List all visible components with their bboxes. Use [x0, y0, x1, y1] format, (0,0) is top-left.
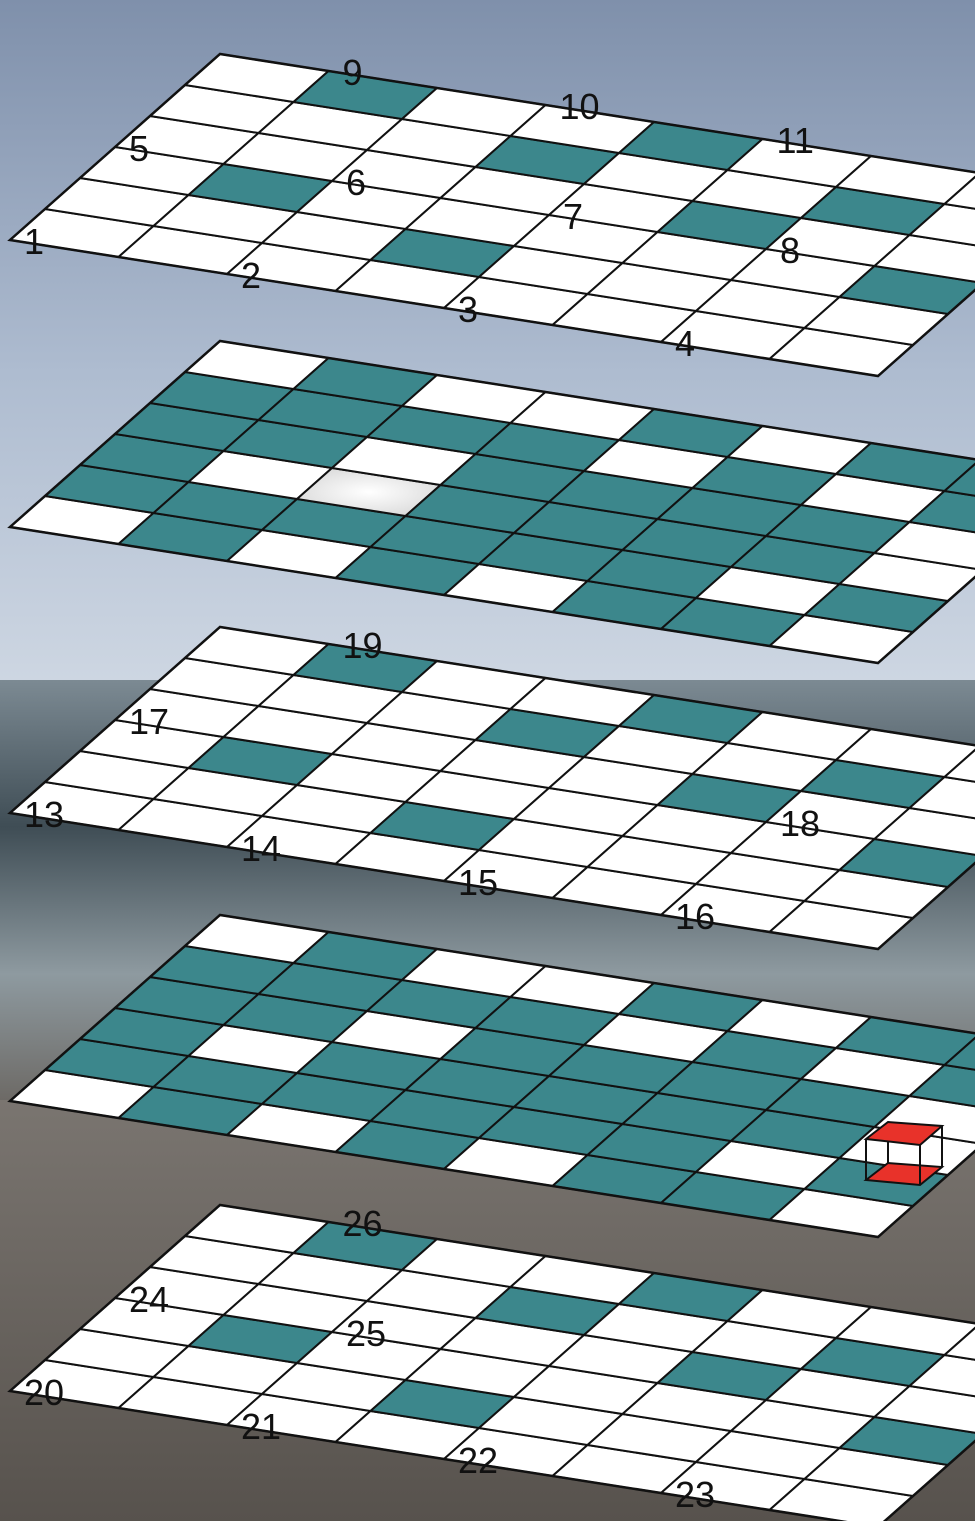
cell-number-label: 16	[675, 896, 715, 937]
cell-number-label: 10	[560, 86, 600, 127]
cell-number-label: 7	[563, 196, 583, 237]
cell-number-label: 19	[343, 625, 383, 666]
cell-number-label: 11	[777, 120, 814, 161]
cell-number-label: 20	[24, 1372, 64, 1413]
cell-number-label: 9	[343, 52, 363, 93]
cell-number-label: 15	[458, 862, 498, 903]
cell-number-label: 26	[343, 1203, 383, 1244]
cell-number-label: 13	[24, 794, 64, 835]
cell-number-label: 5	[129, 128, 149, 169]
cell-number-label: 2	[241, 255, 261, 296]
cell-number-label: 25	[346, 1313, 386, 1354]
cell-number-label: 17	[129, 701, 169, 742]
cell-number-label: 23	[675, 1474, 715, 1515]
cell-number-label: 18	[780, 803, 820, 844]
cell-number-label: 24	[129, 1279, 169, 1320]
cell-number-label: 21	[241, 1406, 281, 1447]
cell-number-label: 8	[780, 230, 800, 271]
cell-number-label: 14	[241, 828, 281, 869]
cell-number-label: 1	[24, 221, 44, 262]
cell-number-label: 6	[346, 162, 366, 203]
cell-number-label: 22	[458, 1440, 498, 1481]
cell-number-label: 4	[675, 323, 695, 364]
cell-number-label: 3	[458, 289, 478, 330]
